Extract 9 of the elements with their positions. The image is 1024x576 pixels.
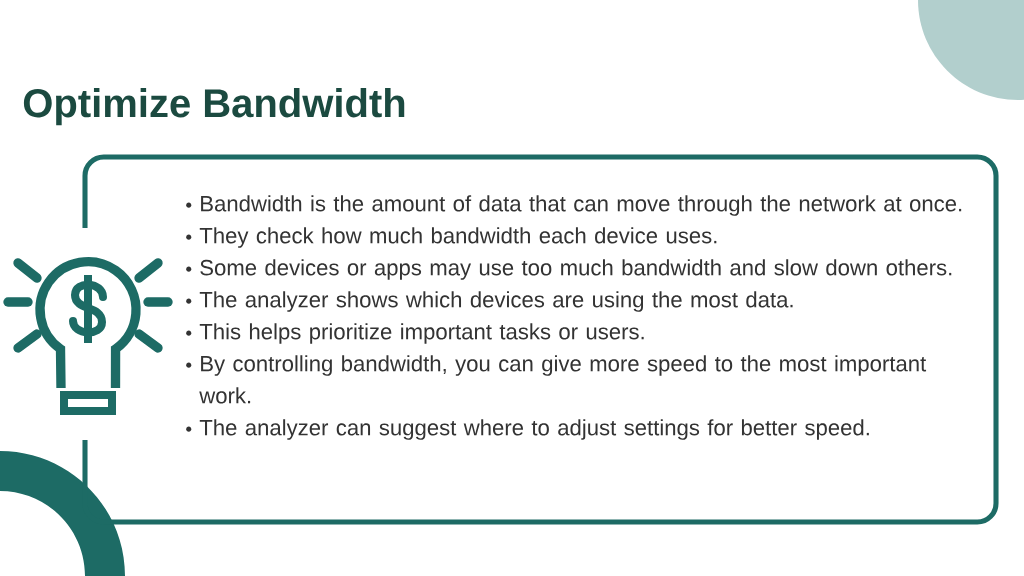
content-box: Bandwidth is the amount of data that can move through the network at once. They check how much bandwidth each device uses. Some devices or apps may use too much bandwidth and slow down others. The analyzer shows which devices are using the most data. This helps prioritize important tasks or users. By controlling bandwidth, you can give more speed to the most important work. The analyzer can suggest where to adjust settings for better speed. <box>82 154 999 525</box>
node-label: By controlling bandwidth, you can give more speed to the most important work. <box>199 355 927 404</box>
node-label: The analyzer can suggest where to adjust settings for better speed. <box>199 419 869 440</box>
node-label: Bandwidth is the amount of data that can move through the network at once. <box>201 195 962 216</box>
node-label: They check how much bandwidth each device uses. <box>199 227 717 248</box>
node-label: This helps prioritize important tasks or users. <box>199 323 644 344</box>
node-label: Some devices or apps may use too much bandwidth and slow down others. <box>200 259 952 280</box>
node-label: The analyzer shows which devices are using the most data. <box>199 291 793 312</box>
title: Optimize Bandwidth <box>23 88 405 126</box>
